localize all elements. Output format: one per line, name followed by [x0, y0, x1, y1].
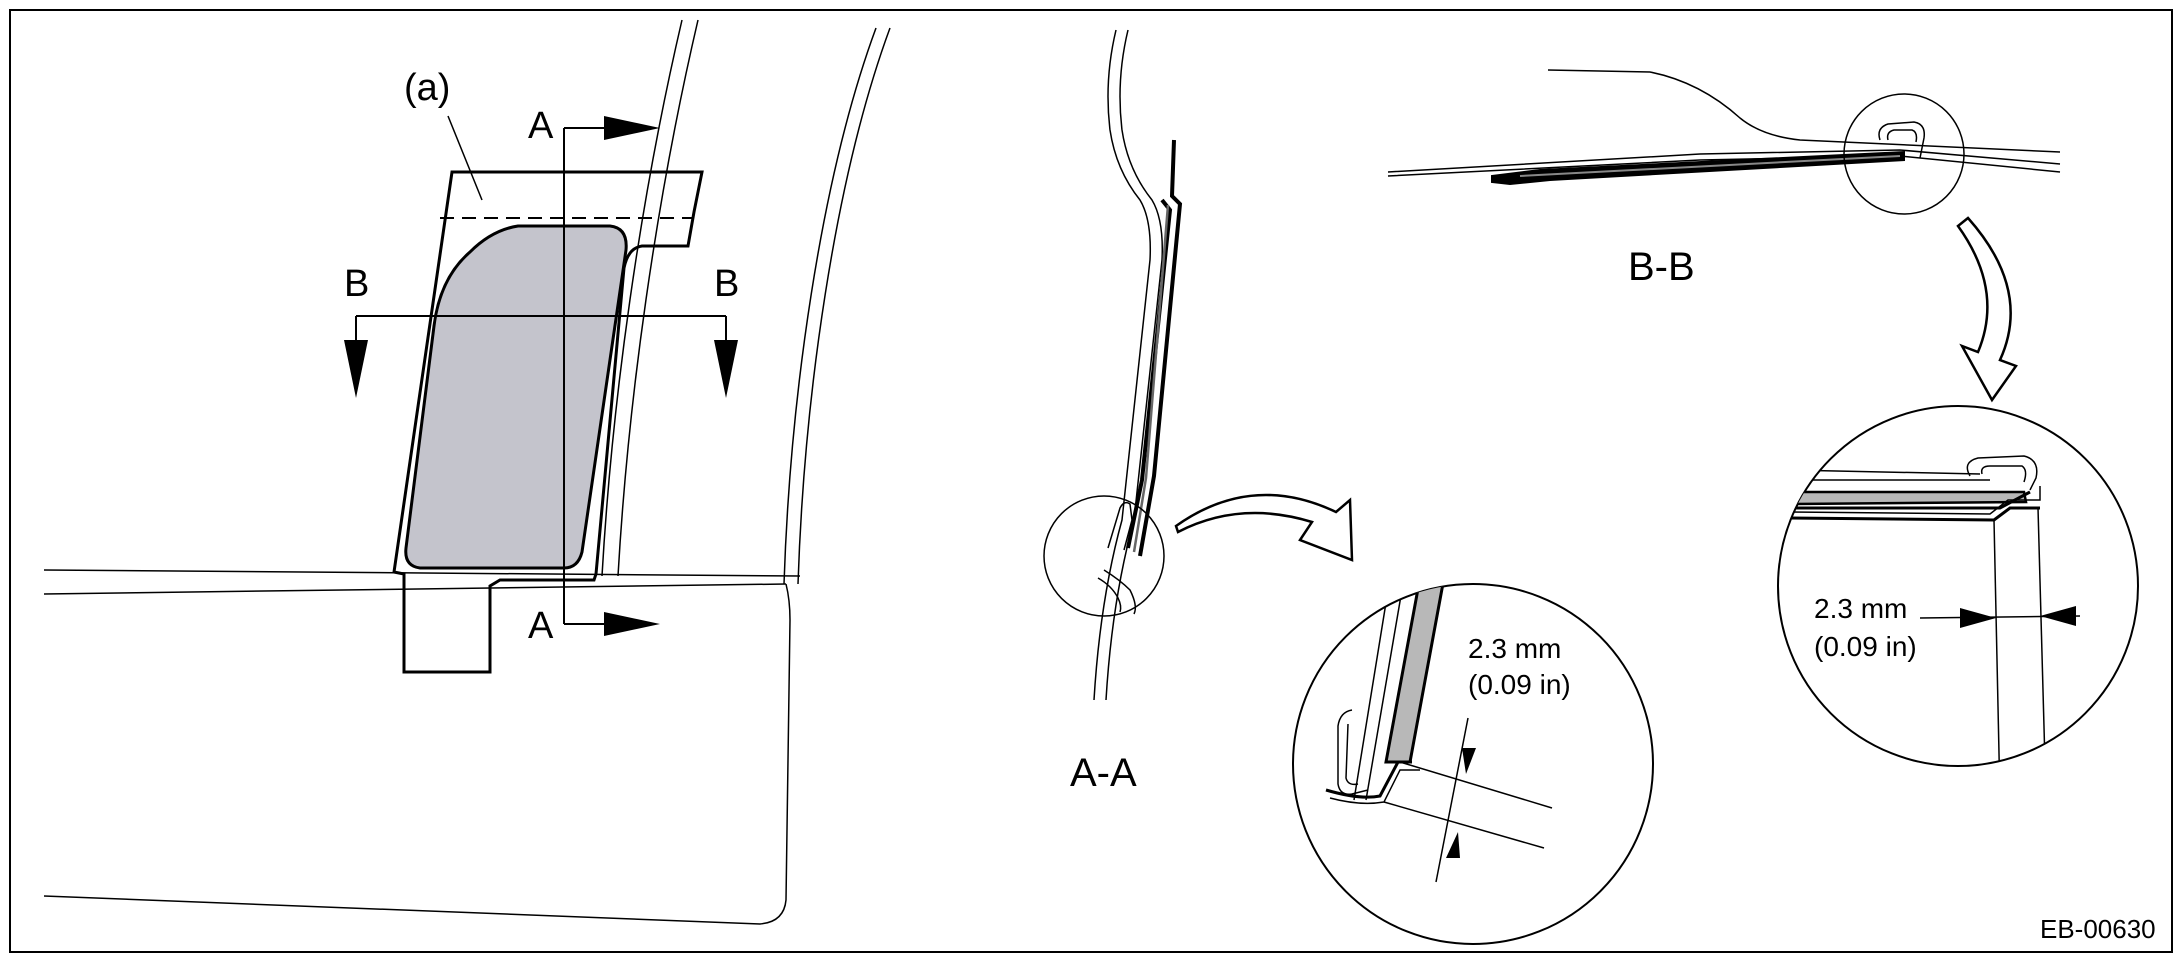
view-label-bb: B-B: [1628, 245, 1695, 289]
dim-label-aa-mm: 2.3 mm: [1468, 633, 1561, 664]
figure-code: EB-00630: [2040, 914, 2156, 944]
figure-border: [9, 9, 2173, 953]
vehicle-body-view: [43, 19, 891, 925]
section-line-bb: [355, 315, 727, 344]
section-label-a-top: A: [528, 105, 554, 147]
curved-arrow-bb: [1956, 216, 2018, 403]
detail-circle-bb-small: [1843, 93, 1965, 215]
section-arrow-b-right: [714, 340, 738, 398]
section-arrow-b-left: [344, 340, 368, 398]
view-label-aa: A-A: [1070, 751, 1137, 795]
section-label-b-right: B: [714, 263, 739, 305]
section-label-a-bottom: A: [528, 605, 554, 647]
detail-circle-aa-small: [1043, 495, 1165, 617]
patch-area: [404, 224, 628, 570]
dim-label-bb-mm: 2.3 mm: [1814, 593, 1907, 624]
section-bb-view: [1387, 69, 2061, 186]
dim-label-bb-in: (0.09 in): [1814, 631, 1917, 662]
detail-magnified-aa: [1292, 583, 1654, 945]
dim-label-aa-in: (0.09 in): [1468, 669, 1571, 700]
section-label-b-left: B: [344, 263, 369, 305]
section-arrow-a-top: [604, 116, 660, 140]
section-arrow-a-bottom: [604, 612, 660, 636]
part-a-leader: [447, 115, 483, 201]
part-a-outline: [392, 170, 704, 674]
detail-magnified-bb: [1777, 405, 2139, 767]
part-a-label: (a): [404, 67, 450, 109]
section-aa-view: [1093, 29, 1183, 701]
curved-arrow-aa: [1174, 493, 1354, 562]
